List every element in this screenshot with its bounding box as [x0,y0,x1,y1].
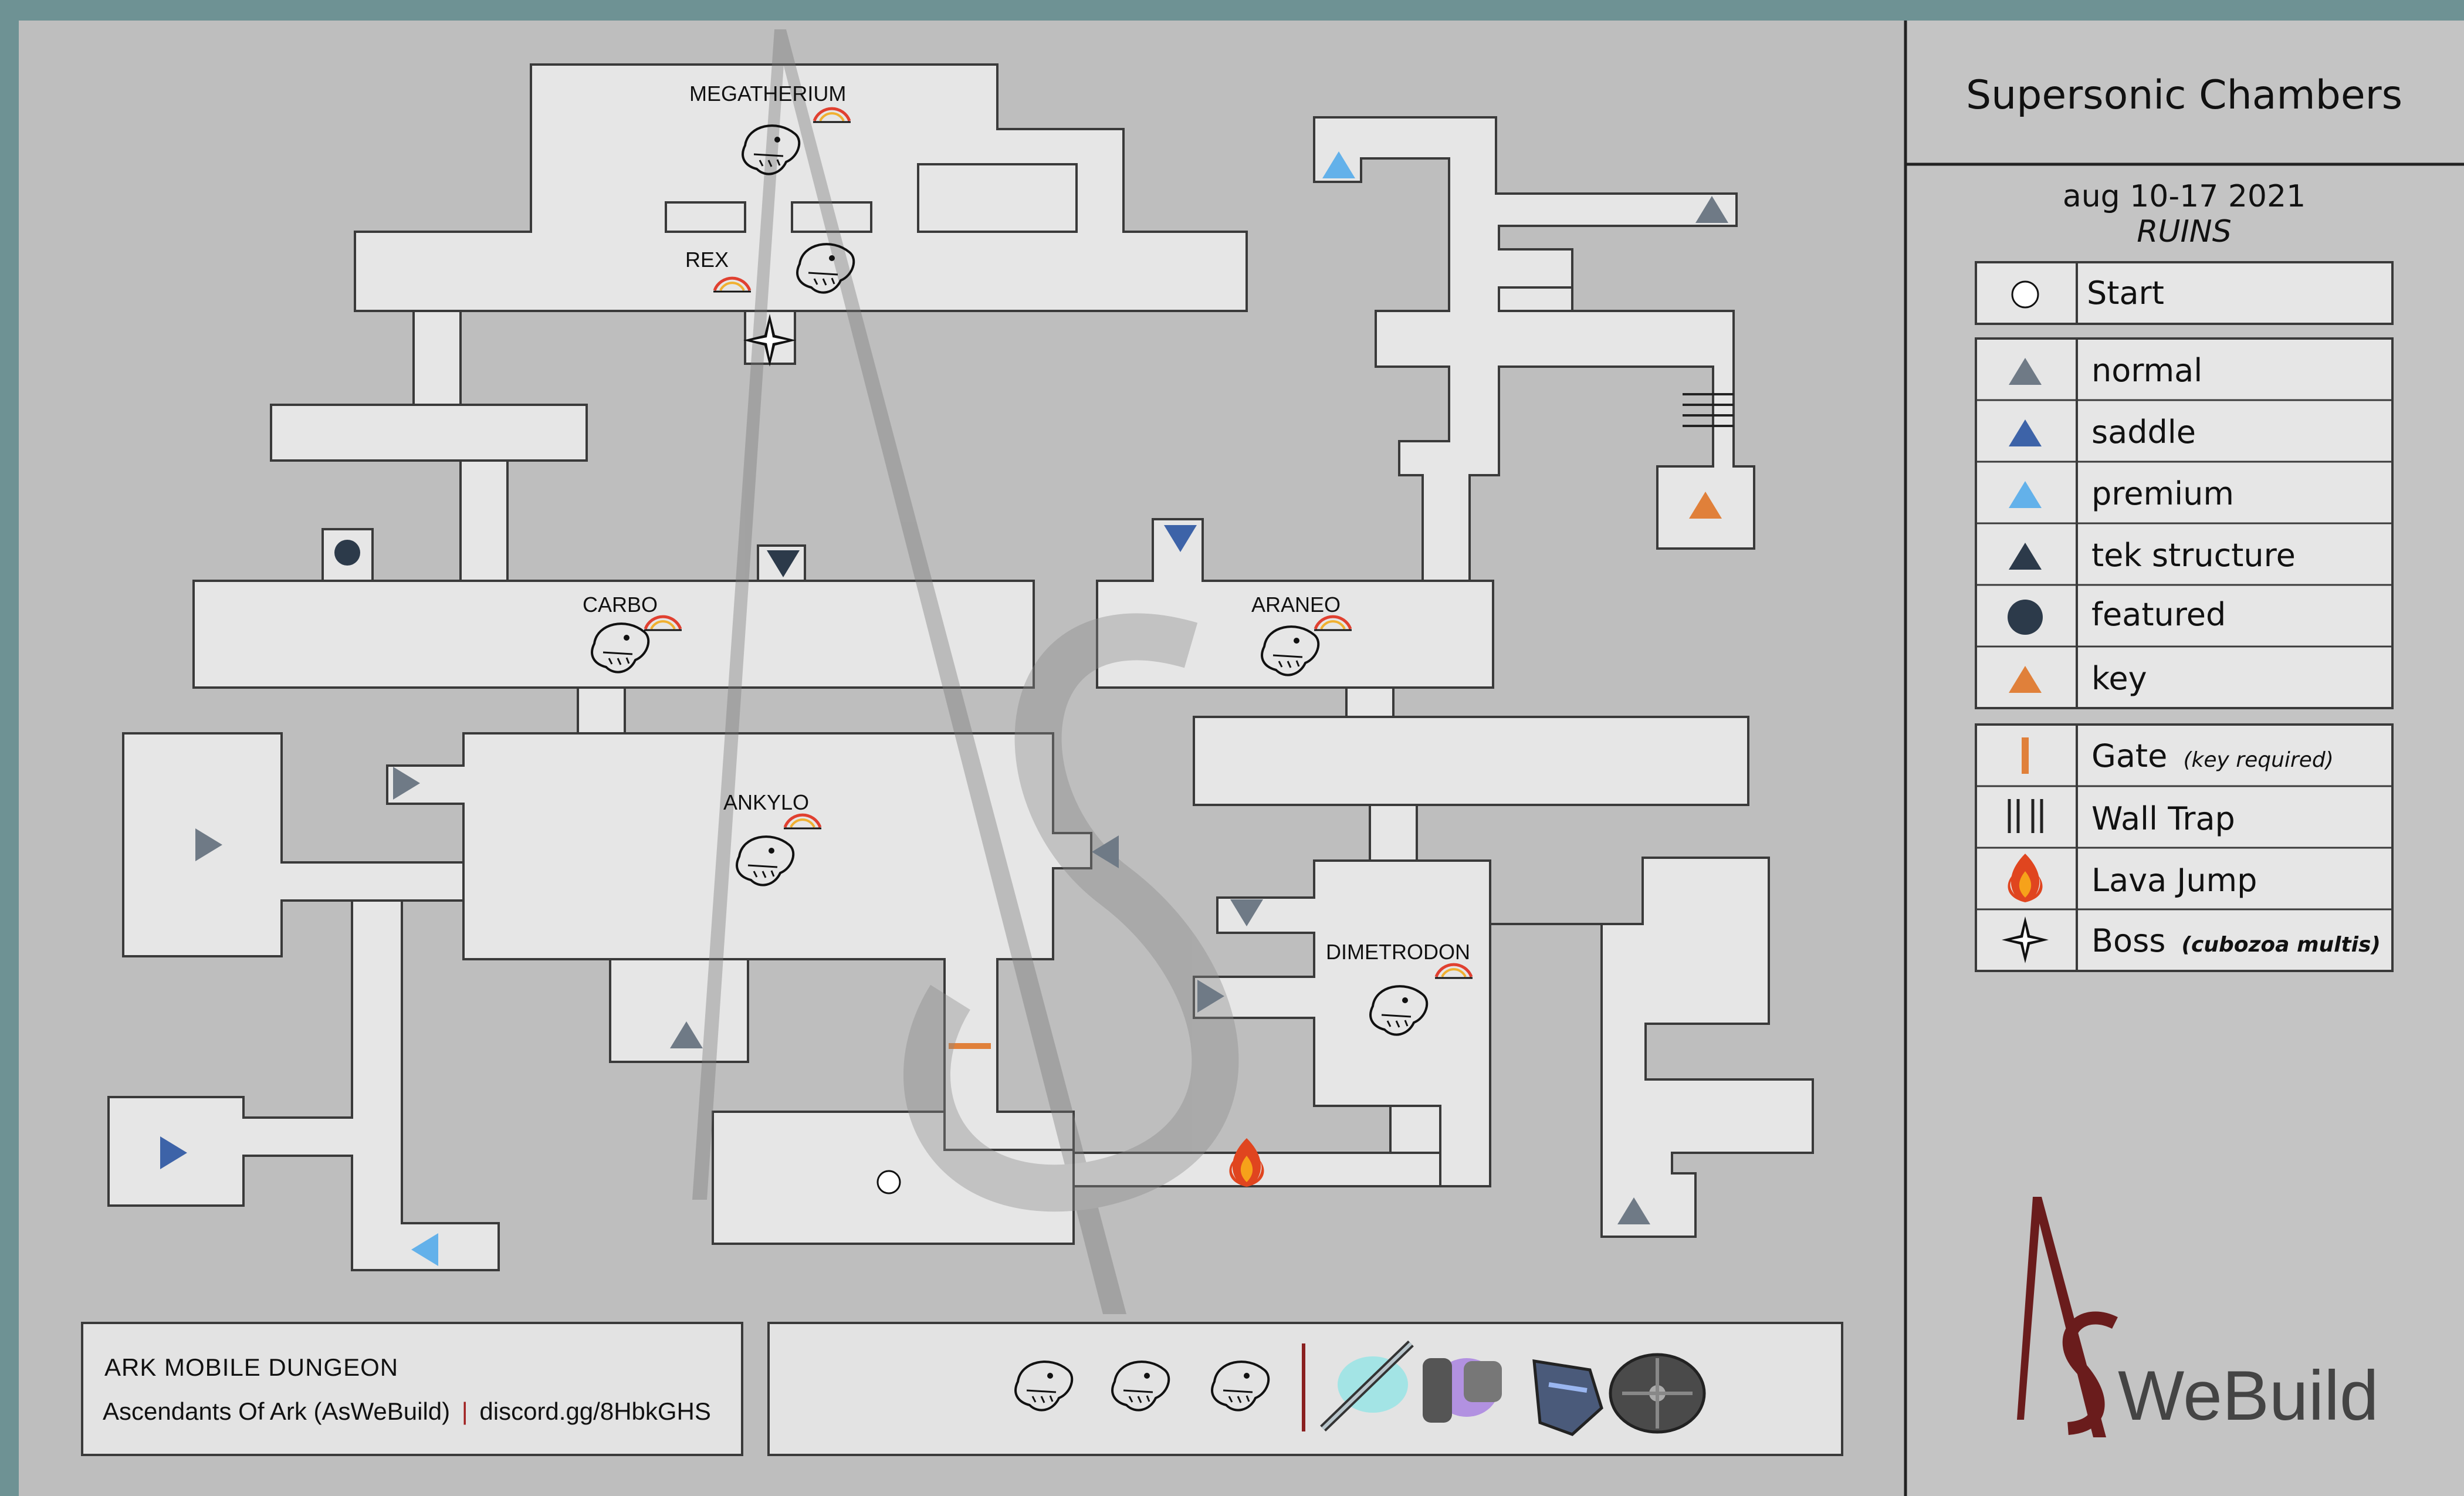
corridor-v3 [577,686,626,735]
legend-premium-label: premium [2091,475,2234,512]
legend-saddle-label: saddle [2091,414,2196,451]
logo-text: WeBuild [2118,1356,2379,1435]
start-icon [2011,280,2039,309]
sword-icon [1320,1340,1414,1432]
tek-helmet-icon [1532,1359,1603,1436]
legend-boss-note: (cubozoa multis) [2182,933,2381,957]
footer-heading: ARK MOBILE DUNGEON [104,1353,398,1381]
room-northeast [1313,116,1755,582]
legend-gate-label: Gate [2091,737,2167,774]
legend-featured-label: featured [2091,596,2226,633]
legend-lava-label: Lava Jump [2091,862,2257,899]
biome-label: RUINS [2137,214,2231,249]
legend-normal-label: normal [2091,352,2202,389]
boss-label-rex: REX [685,248,729,272]
footer-discord[interactable]: discord.gg/8HbkGHS [479,1397,711,1425]
shield-icon [1609,1353,1706,1434]
wall-trap-icon [1683,393,1734,427]
legend-boss-label: Boss [2091,922,2165,959]
aswebuild-logo: WeBuild [2017,1197,2379,1437]
legend-boss: Boss (cubozoa multis) [2091,922,2381,959]
legend-start-label: Start [2087,275,2164,312]
footer-credit: Ascendants Of Ark (AsWeBuild) | discord.… [103,1397,711,1425]
watermark-logo [692,29,1239,1314]
room-southwest [107,899,500,1271]
legend-start: Start [1975,261,2394,325]
room-carbo [192,580,1035,689]
room-inner-3 [917,163,1078,233]
featured-marker [334,540,360,566]
corridor-v4 [1345,686,1395,718]
room-ne-inner [1498,286,1573,312]
start-marker [876,1170,901,1194]
gloves-icon [1423,1358,1502,1423]
room-ankylo [386,732,1092,1151]
legend-key-label: key [2091,660,2147,697]
legend-walltrap-label: Wall Trap [2091,800,2235,837]
legend-chests: normal saddle premium tek structure feat… [1975,337,2394,709]
rooms [107,63,1814,1271]
lava-jump-icon [1229,1138,1264,1187]
lava-jump-legend-icon [2008,854,2043,902]
featured-icon [2008,600,2043,635]
map-title: Supersonic Chambers [1966,72,2402,119]
event-date: aug 10-17 2021 [2063,179,2306,214]
legend-gate: Gate (key required) [2091,737,2334,774]
footer-credit-name: Ascendants Of Ark (AsWeBuild) [103,1397,450,1425]
room-inner-2 [791,201,872,233]
room-inner-1 [665,201,746,233]
gate-marker [949,1043,991,1049]
reward-icons [1014,1340,1706,1436]
boss-label-dimetrodon: DIMETRODON [1326,940,1470,964]
footer-separator: | [462,1397,468,1425]
map-markers [160,151,1728,1266]
room-dimetrodon [1193,857,1814,1238]
boss-label-carbo: CARBO [583,593,658,617]
legend-tek-label: tek structure [2091,537,2296,574]
corridor-v1 [412,310,462,406]
room-left-branch [270,404,588,462]
footer-credit-panel [81,1322,743,1456]
boss-label-ankylo: ANKYLO [723,790,809,814]
boss-legend-icon [2002,916,2049,963]
legend-hazards: Gate (key required) Wall Trap Lava Jump … [1975,723,2394,972]
wall-trap-legend-icon [2008,799,2043,833]
corridor-v5 [1369,804,1418,862]
boss-labels: MEGATHERIUM REX CARBO ARANEO ANKYLO DIME… [583,82,1473,1036]
boss-marker [743,314,796,367]
corridor-v2 [459,459,509,582]
room-east-band [1193,716,1749,806]
boss-label-araneo: ARANEO [1251,593,1341,617]
boss-label-megatherium: MEGATHERIUM [689,82,846,106]
gate-icon [2022,737,2029,774]
legend-gate-note: (key required) [2184,748,2334,772]
